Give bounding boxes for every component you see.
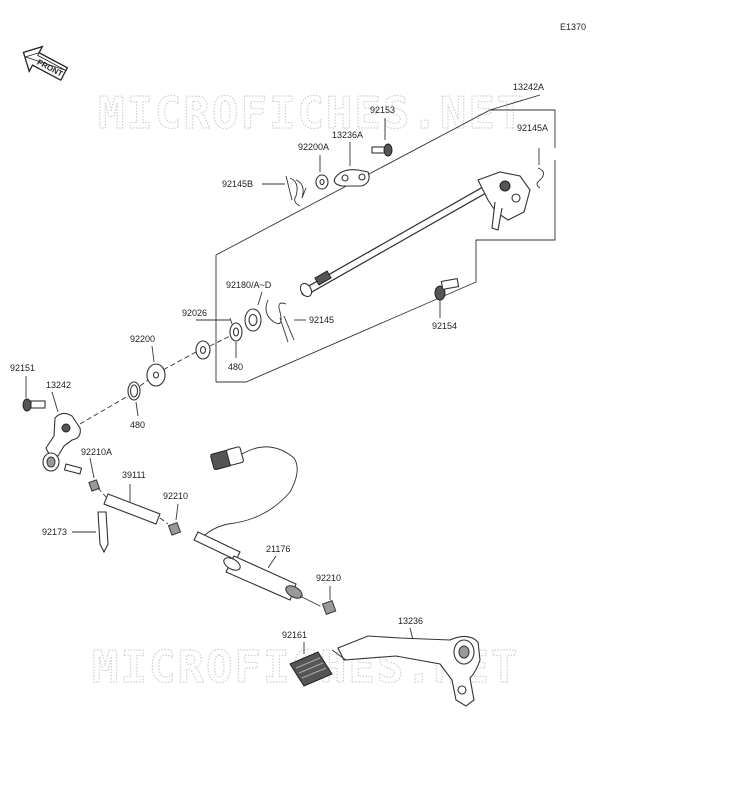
seal-92026 [229, 317, 243, 342]
label-92210A: 92210A [81, 447, 112, 457]
label-13242A: 13242A [513, 82, 544, 92]
front-arrow-icon: FRONT [22, 45, 69, 82]
spring-92145A [536, 148, 544, 189]
band-92173 [72, 511, 109, 554]
label-92154: 92154 [432, 321, 457, 331]
label-92151: 92151 [10, 363, 35, 373]
shift-shaft-13242A [299, 171, 531, 298]
shift-arm-13242 [42, 391, 129, 472]
label-480-upper: 480 [228, 362, 243, 372]
label-92161: 92161 [282, 630, 307, 640]
label-92153: 92153 [370, 105, 395, 115]
label-92210-lower: 92210 [316, 573, 341, 583]
washer-92200-b-hole [199, 345, 207, 355]
label-92210-upper: 92210 [163, 491, 188, 501]
label-13242: 13242 [46, 380, 71, 390]
nut-92210-lower [315, 586, 337, 615]
label-92145A: 92145A [517, 123, 548, 133]
switch-21176 [193, 531, 317, 605]
label-92145B: 92145B [222, 179, 253, 189]
washer-92200A [315, 155, 329, 190]
label-39111: 39111 [122, 470, 146, 480]
label-13236A: 13236A [332, 130, 363, 140]
bolt-92153 [371, 118, 393, 157]
link-13236A [333, 142, 370, 187]
label-13236: 13236 [398, 616, 423, 626]
label-92180: 92180/A~D [226, 280, 272, 290]
bolt-92154 [434, 278, 460, 318]
snap-ring-480 [127, 381, 141, 417]
nut-92210A [63, 457, 101, 492]
tie-rod-39111 [97, 484, 161, 525]
label-92200A: 92200A [298, 142, 329, 152]
pedal-rubber-92161 [289, 642, 333, 687]
shim-92180 [244, 291, 263, 332]
label-480-lower: 480 [130, 420, 145, 430]
label-92173: 92173 [42, 527, 67, 537]
shift-pedal-13236 [331, 627, 481, 707]
label-92200: 92200 [130, 334, 155, 344]
diagram-code: E1370 [560, 22, 586, 32]
spring-92145B [262, 175, 307, 207]
washer-92200 [146, 345, 166, 387]
watermark-top: MICROFICHES.NET [98, 88, 525, 139]
spring-92145 [265, 299, 306, 343]
nut-92210-upper [159, 503, 182, 536]
label-21176: 21176 [266, 544, 290, 554]
label-92026: 92026 [182, 308, 207, 318]
label-92145: 92145 [309, 315, 334, 325]
bolt-92151 [22, 376, 46, 412]
sensor-wire [199, 446, 298, 541]
